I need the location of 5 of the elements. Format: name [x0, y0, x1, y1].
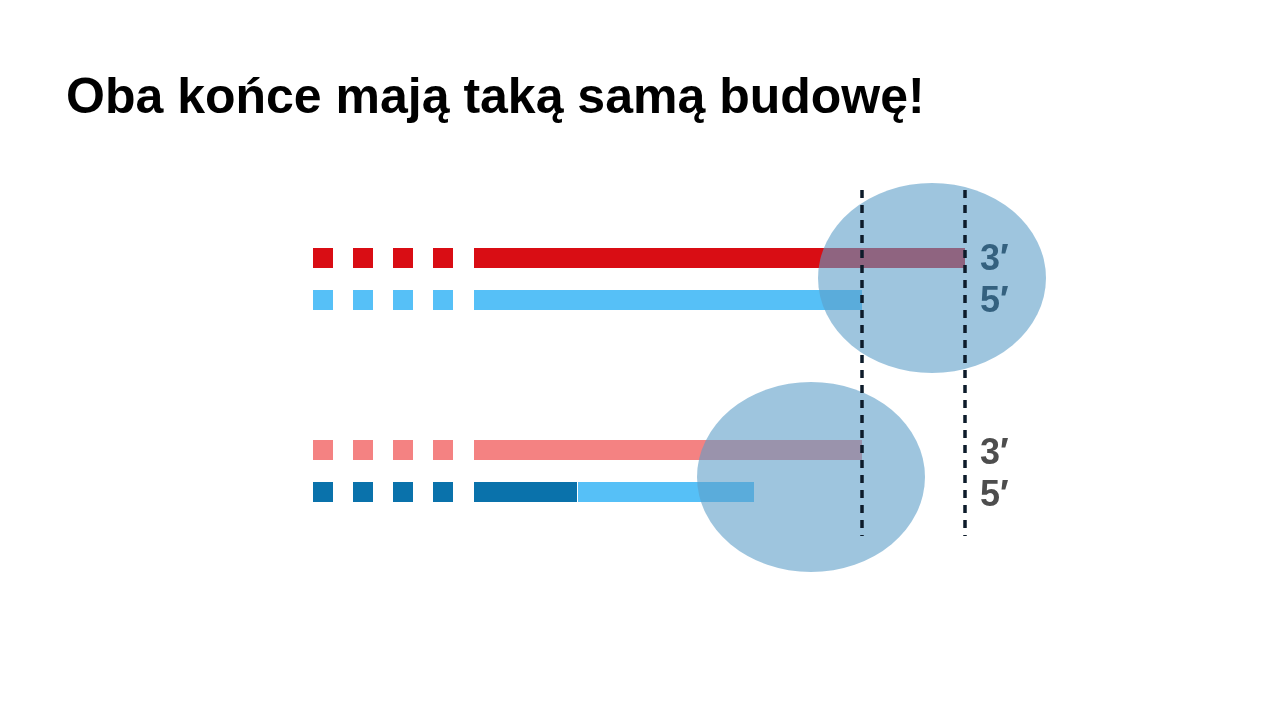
- slide-title: Oba końce mają taką samą budowę!: [66, 67, 925, 126]
- strand-end-label: 5′: [980, 474, 1009, 514]
- strand-end-label: 3′: [980, 432, 1009, 472]
- strand-end-label: 5′: [980, 280, 1009, 320]
- strand-end-label: 3′: [980, 238, 1009, 278]
